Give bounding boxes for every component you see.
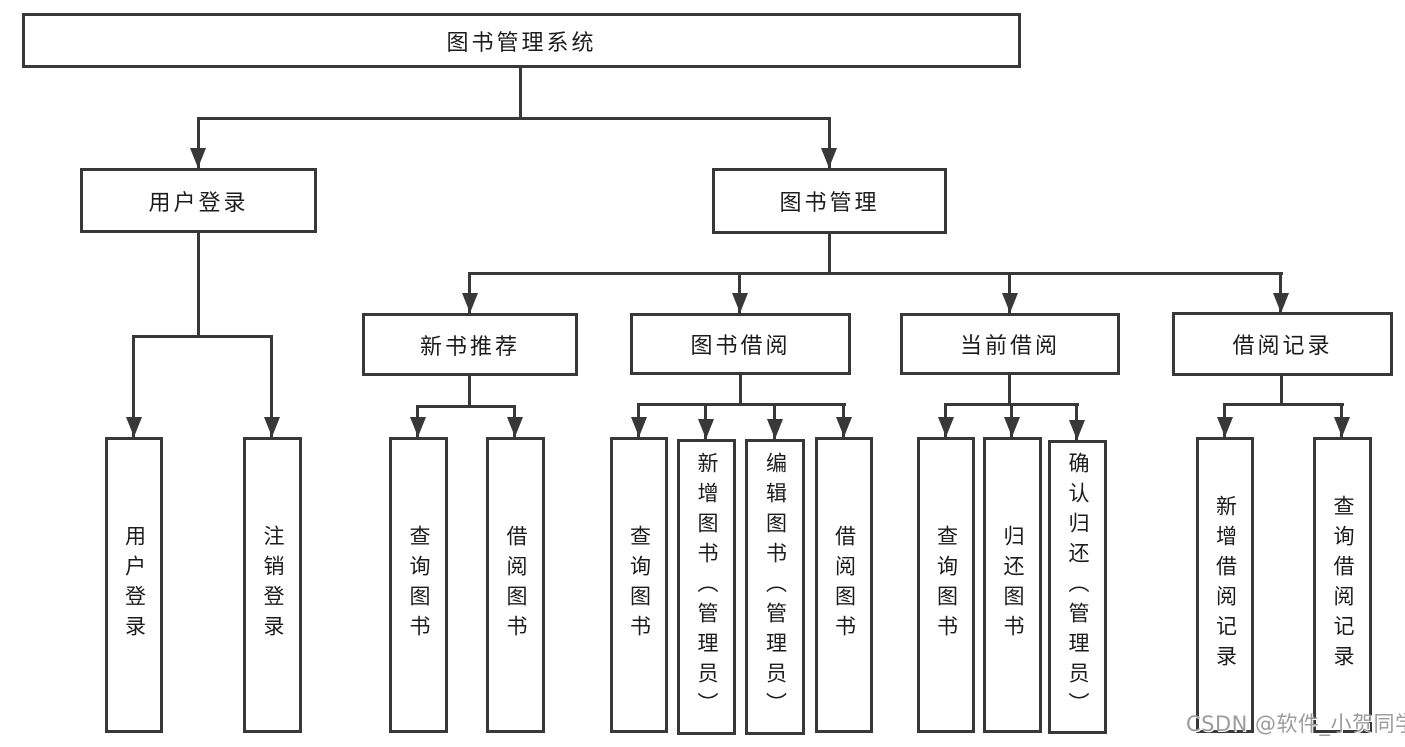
leaf-logout: 注销登录 — [243, 437, 302, 733]
leaf-user-login: 用户登录 — [105, 437, 163, 733]
connector-line — [1280, 376, 1283, 406]
arrowhead-down-icon — [698, 419, 714, 439]
node-new-book-recommend: 新书推荐 — [362, 313, 578, 376]
leaf-label: 查询图书 — [407, 525, 431, 645]
leaf-label: 新增借阅记录 — [1213, 495, 1238, 675]
leaf-label: 编辑图书（管理员） — [763, 452, 788, 722]
leaf-label: 借阅图书 — [504, 525, 528, 645]
connector-line — [197, 117, 831, 120]
leaf-query-books-current: 查询图书 — [917, 437, 975, 733]
leaf-confirm-return-admin: 确认归还（管理员） — [1048, 440, 1107, 734]
arrowhead-down-icon — [1217, 417, 1233, 437]
leaf-label: 用户登录 — [122, 525, 147, 645]
node-borrow-record: 借阅记录 — [1172, 312, 1393, 376]
arrowhead-down-icon — [1069, 420, 1085, 440]
connector-line — [270, 335, 273, 437]
arrowhead-down-icon — [126, 417, 142, 437]
connector-line — [828, 117, 831, 168]
arrowhead-down-icon — [1334, 417, 1350, 437]
arrowhead-down-icon — [767, 419, 783, 439]
connector-line — [738, 272, 741, 313]
leaf-label: 查询图书 — [934, 525, 959, 645]
leaf-label: 借阅图书 — [832, 525, 857, 645]
connector-line — [468, 376, 471, 408]
connector-line — [828, 234, 831, 275]
connector-line — [519, 68, 522, 118]
leaf-label: 新增图书（管理员） — [695, 452, 719, 722]
leaf-add-borrow-record: 新增借阅记录 — [1196, 437, 1254, 733]
watermark: CSDN @软件_小贺同学 — [1186, 712, 1405, 736]
arrowhead-down-icon — [410, 417, 426, 437]
node-book-management: 图书管理 — [712, 168, 947, 234]
leaf-borrow-books-recommend: 借阅图书 — [486, 437, 545, 733]
leaf-edit-book-admin: 编辑图书（管理员） — [745, 439, 805, 735]
arrowhead-down-icon — [190, 148, 206, 168]
connector-line — [132, 335, 273, 338]
arrowhead-down-icon — [507, 417, 523, 437]
leaf-query-books-recommend: 查询图书 — [389, 437, 448, 733]
connector-line — [1008, 272, 1011, 313]
leaf-query-books-borrow: 查询图书 — [610, 437, 668, 733]
connector-line — [197, 233, 200, 338]
arrowhead-down-icon — [836, 417, 852, 437]
connector-line — [416, 405, 516, 408]
connector-line — [132, 335, 135, 437]
arrowhead-down-icon — [821, 148, 837, 168]
arrowhead-down-icon — [732, 293, 748, 313]
node-library-system: 图书管理系统 — [22, 13, 1021, 68]
connector-line — [1008, 375, 1011, 406]
leaf-label: 注销登录 — [261, 525, 285, 645]
arrowhead-down-icon — [264, 417, 280, 437]
connector-line — [739, 375, 742, 406]
leaf-query-borrow-record: 查询借阅记录 — [1313, 437, 1372, 733]
node-current-borrow: 当前借阅 — [900, 313, 1120, 375]
leaf-label: 归还图书 — [1001, 525, 1025, 645]
arrowhead-down-icon — [462, 293, 478, 313]
leaf-add-book-admin: 新增图书（管理员） — [677, 439, 736, 735]
leaf-label: 确认归还（管理员） — [1066, 452, 1090, 722]
arrowhead-down-icon — [631, 417, 647, 437]
leaf-label: 查询借阅记录 — [1331, 495, 1355, 675]
connector-line — [468, 272, 1283, 275]
leaf-label: 查询图书 — [627, 525, 652, 645]
connector-line — [197, 117, 200, 168]
connector-line — [468, 272, 471, 313]
arrowhead-down-icon — [938, 417, 954, 437]
node-book-borrow: 图书借阅 — [630, 313, 851, 375]
arrowhead-down-icon — [1002, 293, 1018, 313]
leaf-borrow-books: 借阅图书 — [815, 437, 873, 733]
connector-line — [637, 403, 846, 406]
connector-line — [1223, 403, 1344, 406]
arrowhead-down-icon — [1004, 417, 1020, 437]
node-user-login: 用户登录 — [80, 168, 317, 233]
arrowhead-down-icon — [1273, 293, 1289, 313]
connector-line — [1279, 272, 1282, 313]
leaf-return-books: 归还图书 — [983, 437, 1042, 733]
